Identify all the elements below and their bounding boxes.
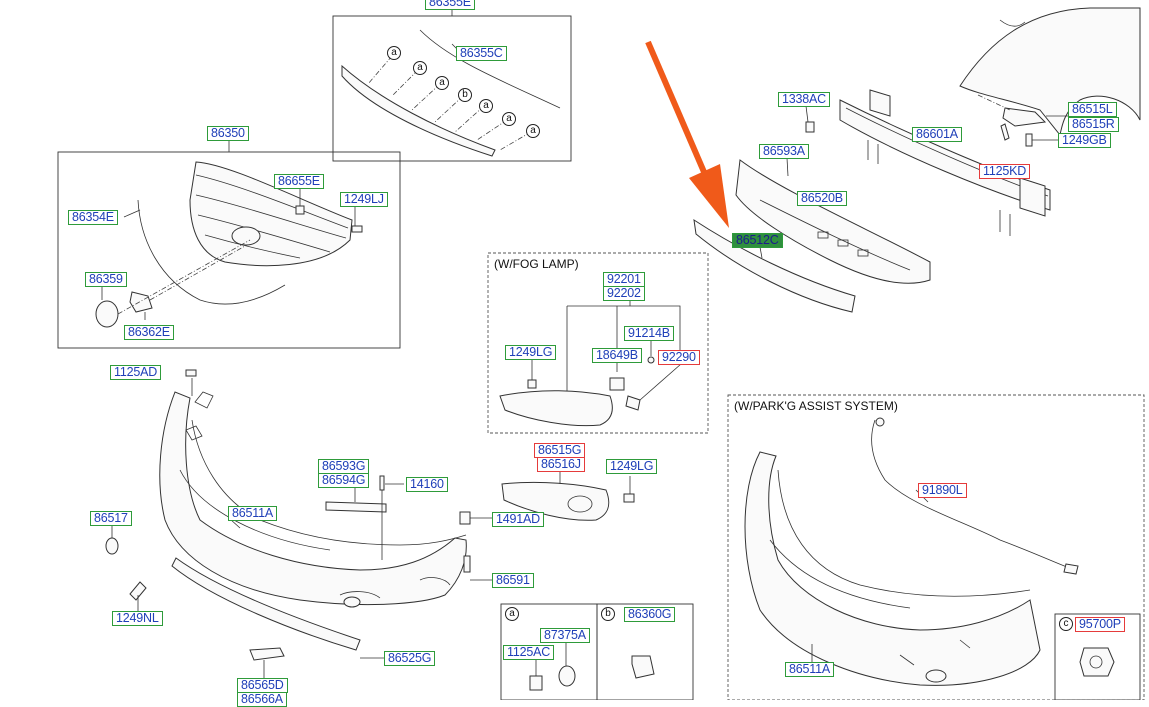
part-label-86516J[interactable]: 86516J <box>537 457 585 472</box>
front-bumper-cover[interactable] <box>159 391 467 606</box>
part-label-86515G[interactable]: 86515G <box>534 443 586 458</box>
emblem-bracket[interactable] <box>129 291 153 313</box>
callout-a: a <box>479 99 493 113</box>
park-assist-harness[interactable] <box>871 419 1076 571</box>
callout-b: b <box>458 88 472 102</box>
grille-moulding[interactable] <box>137 199 286 305</box>
part-label-1338AC[interactable]: 1338AC <box>778 92 830 107</box>
part-label-92201[interactable]: 92201 <box>603 272 645 287</box>
inset-c-callout: c <box>1059 617 1073 631</box>
part-label-86593G[interactable]: 86593G <box>318 459 370 474</box>
part-label-1491AD[interactable]: 1491AD <box>492 512 544 527</box>
bumper-bracket[interactable] <box>325 501 387 513</box>
clip-a[interactable] <box>558 665 576 687</box>
part-label-86515L[interactable]: 86515L <box>1068 102 1117 117</box>
fog-lamp-group-box <box>487 252 709 434</box>
part-label-86512C-selected[interactable]: 86512C <box>732 233 783 248</box>
part-label-92290[interactable]: 92290 <box>658 350 700 365</box>
inset-a-callout: a <box>505 607 519 621</box>
pointer-arrow <box>645 40 707 174</box>
front-emblem[interactable] <box>95 300 119 328</box>
radiator-grille[interactable] <box>189 161 353 267</box>
part-label-95700P[interactable]: 95700P <box>1075 617 1125 632</box>
part-label-86362E[interactable]: 86362E <box>124 325 174 340</box>
fog-lamp-cover-a[interactable] <box>499 390 613 427</box>
part-label-86525G[interactable]: 86525G <box>384 651 436 666</box>
park-assist-sensor[interactable] <box>1079 647 1115 677</box>
part-label-1249NL[interactable]: 1249NL <box>112 611 163 626</box>
inset-c-box <box>1054 613 1141 700</box>
part-label-86355C[interactable]: 86355C <box>456 46 507 61</box>
callout-a: a <box>435 76 449 90</box>
fender-bracket[interactable] <box>1002 107 1047 127</box>
callout-a: a <box>413 61 427 75</box>
part-label-92202[interactable]: 92202 <box>603 286 645 301</box>
part-label-86655E[interactable]: 86655E <box>274 174 324 189</box>
part-label-86594G[interactable]: 86594G <box>318 473 370 488</box>
part-label-1125KD[interactable]: 1125KD <box>979 164 1031 179</box>
part-label-91890L[interactable]: 91890L <box>918 483 967 498</box>
front-bumper-cover-b[interactable] <box>744 451 1041 686</box>
grille-emblem[interactable] <box>231 226 261 246</box>
part-label-1249LG-fog[interactable]: 1249LG <box>505 345 557 360</box>
garnish-strip[interactable] <box>419 29 561 109</box>
part-label-1249LJ[interactable]: 1249LJ <box>340 192 388 207</box>
part-label-86565D[interactable]: 86565D <box>237 678 288 693</box>
part-label-86517[interactable]: 86517 <box>90 511 132 526</box>
inset-b-box <box>596 603 694 700</box>
park-assist-group-box <box>727 394 1145 700</box>
part-label-86511A[interactable]: 86511A <box>228 506 277 521</box>
fender[interactable] <box>959 7 1141 137</box>
part-label-1125AC[interactable]: 1125AC <box>503 645 555 660</box>
part-label-86515R[interactable]: 86515R <box>1068 117 1119 132</box>
absorber-strip[interactable] <box>693 218 856 313</box>
part-label-18649B[interactable]: 18649B <box>592 348 642 363</box>
clip-b[interactable] <box>631 655 655 679</box>
part-label-86601A[interactable]: 86601A <box>912 127 962 142</box>
part-label-86350[interactable]: 86350 <box>207 126 249 141</box>
part-label-86360G[interactable]: 86360G <box>624 607 676 622</box>
part-label-1249GB[interactable]: 1249GB <box>1058 133 1111 148</box>
part-label-87375A[interactable]: 87375A <box>540 628 590 643</box>
part-label-86355E[interactable]: 86355E <box>425 0 475 10</box>
part-label-86359[interactable]: 86359 <box>85 272 127 287</box>
fog-lamp-caption: (W/FOG LAMP) <box>494 257 579 271</box>
part-label-86593A[interactable]: 86593A <box>759 144 809 159</box>
part-label-86511A-park-assist[interactable]: 86511A <box>785 662 834 677</box>
part-label-1125AD[interactable]: 1125AD <box>110 365 162 380</box>
callout-a: a <box>387 46 401 60</box>
garnish-moulding[interactable] <box>341 64 496 157</box>
part-label-86354E[interactable]: 86354E <box>68 210 118 225</box>
callout-a: a <box>526 124 540 138</box>
inset-b-callout: b <box>601 607 615 621</box>
tow-hook-cap[interactable] <box>105 537 119 555</box>
part-label-91214B[interactable]: 91214B <box>624 326 674 341</box>
callout-a: a <box>502 112 516 126</box>
part-label-14160[interactable]: 14160 <box>406 477 448 492</box>
park-assist-caption: (W/PARK'G ASSIST SYSTEM) <box>734 399 898 413</box>
bumper-lower-grille[interactable] <box>171 557 361 651</box>
part-label-86591[interactable]: 86591 <box>492 573 534 588</box>
part-label-1249LG-main[interactable]: 1249LG <box>606 459 658 474</box>
part-label-86520B[interactable]: 86520B <box>797 191 847 206</box>
screw-a[interactable] <box>529 675 543 691</box>
